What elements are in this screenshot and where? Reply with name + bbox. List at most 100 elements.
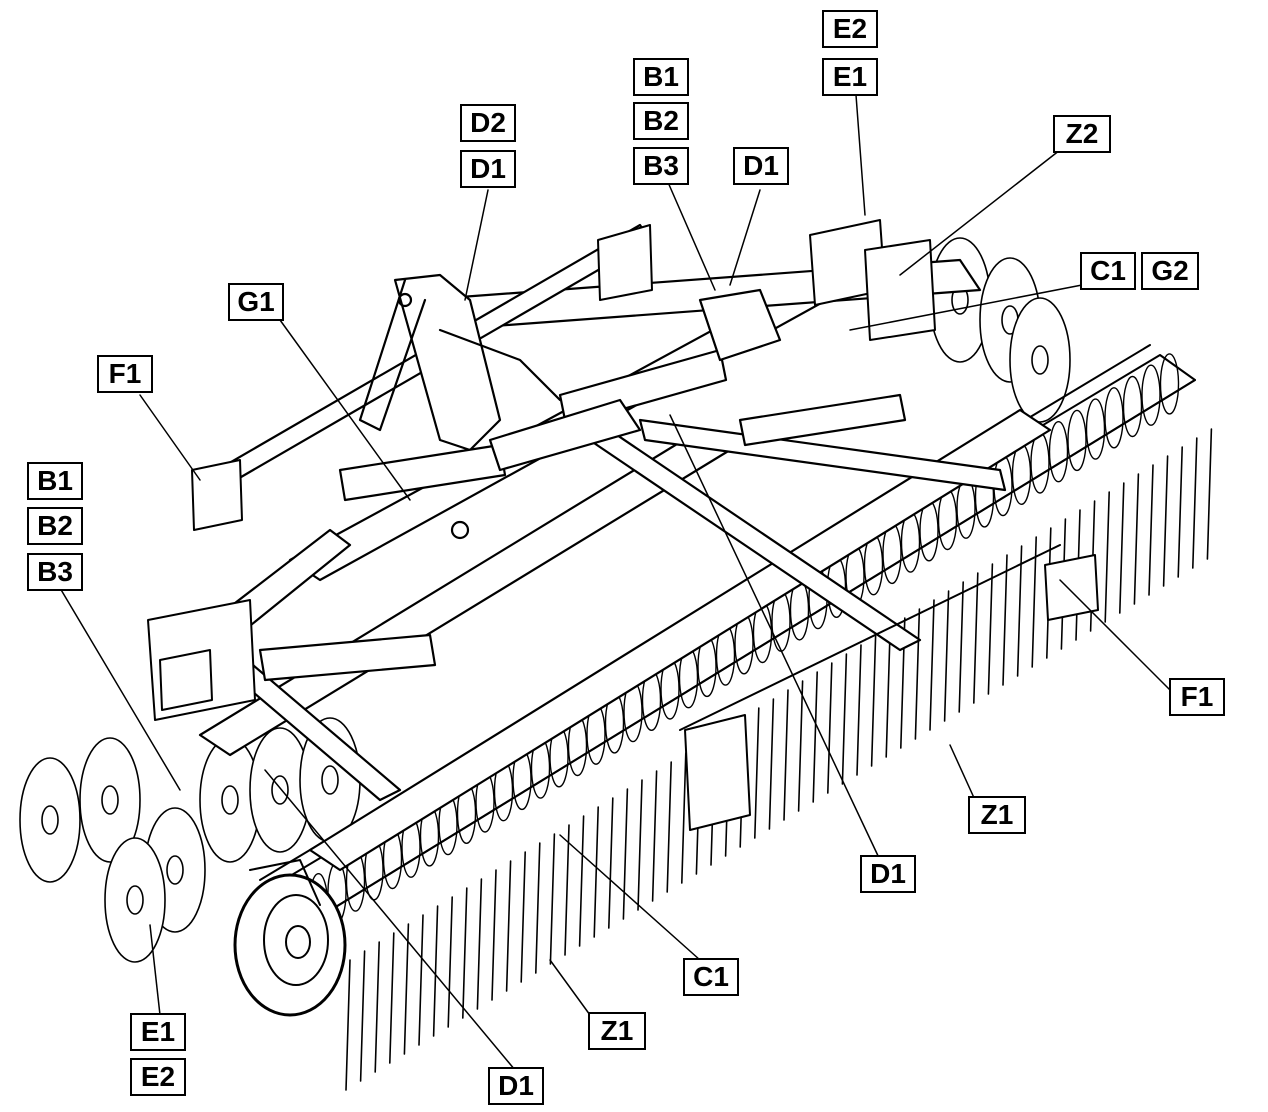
tine: [476, 878, 483, 1010]
callout-z1-right: Z1: [968, 796, 1026, 834]
callout-c1-bottom: C1: [683, 958, 739, 996]
tine: [681, 752, 687, 884]
tine: [564, 824, 570, 956]
counterweights: [147, 219, 936, 721]
disc: [79, 737, 141, 863]
callout-d2-top: D2: [460, 104, 516, 142]
disc: [104, 837, 166, 963]
roller-ring: [1122, 375, 1143, 438]
tine: [637, 779, 643, 911]
tine: [1162, 455, 1169, 587]
callout-z2: Z2: [1053, 115, 1111, 153]
tine: [1192, 437, 1198, 569]
tine: [856, 644, 862, 776]
tine: [783, 689, 789, 821]
disc-hub: [166, 855, 184, 885]
roller-ring: [1104, 387, 1124, 449]
callout-f1-right: F1: [1169, 678, 1225, 716]
tine: [987, 563, 994, 695]
marker-boards: [191, 224, 653, 531]
tine: [651, 770, 658, 902]
tine: [812, 671, 818, 803]
disc-gang: [19, 237, 1071, 963]
tine: [929, 599, 935, 731]
tine: [870, 635, 877, 767]
tine: [505, 860, 512, 992]
callout-d1-top-mid: D1: [733, 147, 789, 185]
disc-hub: [41, 805, 59, 835]
callout-d1-top-left: D1: [460, 150, 516, 188]
tine: [432, 905, 439, 1037]
tine: [1177, 446, 1183, 578]
tine: [1119, 482, 1125, 614]
tine: [1031, 536, 1037, 668]
tine: [608, 797, 614, 929]
callout-b2-top: B2: [633, 102, 689, 140]
tine: [1002, 554, 1008, 686]
tine: [754, 707, 760, 839]
tine: [403, 923, 410, 1055]
roller-ring: [1085, 398, 1106, 460]
tine: [578, 815, 585, 947]
tine: [943, 590, 950, 722]
callout-e2-bottom: E2: [130, 1058, 186, 1096]
tine: [535, 842, 541, 974]
tine: [841, 653, 848, 785]
tine: [359, 950, 366, 1082]
callout-e2-top: E2: [822, 10, 878, 48]
callout-b3-left: B3: [27, 553, 83, 591]
tine: [666, 761, 672, 893]
tine: [827, 662, 833, 794]
disc-hub: [1031, 345, 1049, 375]
disc: [1009, 297, 1071, 423]
tine: [885, 626, 891, 758]
tine: [914, 608, 921, 740]
callout-b2-left: B2: [27, 507, 83, 545]
tine: [593, 806, 599, 938]
tine: [418, 914, 424, 1046]
tine: [1206, 428, 1213, 560]
callout-e1-top: E1: [822, 58, 878, 96]
tine: [462, 887, 468, 1019]
tine: [973, 572, 979, 704]
callout-c1-right: C1: [1080, 252, 1136, 290]
disc: [19, 757, 81, 883]
tine: [491, 869, 497, 1001]
tine: [768, 698, 775, 830]
tine: [389, 932, 395, 1064]
disc-hub: [101, 785, 119, 815]
callout-b1-top: B1: [633, 58, 689, 96]
callout-g1: G1: [228, 283, 284, 321]
tine: [622, 788, 629, 920]
disc-hub: [271, 775, 289, 805]
tine: [520, 851, 526, 983]
roller-ring: [1067, 409, 1087, 472]
end-wheel: [233, 859, 347, 1017]
tine: [1133, 473, 1140, 605]
tine: [797, 680, 804, 812]
tine: [345, 959, 351, 1091]
tine: [1104, 491, 1110, 623]
tine: [374, 941, 380, 1073]
callout-f1-left: F1: [97, 355, 153, 393]
hitch-headstock: [358, 273, 562, 540]
callout-b1-left: B1: [27, 462, 83, 500]
callout-b3-top: B3: [633, 147, 689, 185]
roller-ring: [1159, 353, 1180, 415]
tine: [549, 833, 556, 965]
tine: [1016, 545, 1023, 677]
roller-ring: [1141, 364, 1161, 426]
callout-z1-bottom: Z1: [588, 1012, 646, 1050]
disc-hub: [126, 885, 144, 915]
callout-d1-mid: D1: [860, 855, 916, 893]
tine: [1148, 464, 1154, 596]
callout-d1-bottom: D1: [488, 1067, 544, 1105]
disc-hub: [321, 765, 339, 795]
callout-e1-bottom: E1: [130, 1013, 186, 1051]
callout-g2: G2: [1141, 252, 1199, 290]
tine: [447, 896, 453, 1028]
disc-hub: [221, 785, 239, 815]
leader-lines: [59, 94, 1171, 1071]
roller-ring: [1048, 421, 1069, 483]
